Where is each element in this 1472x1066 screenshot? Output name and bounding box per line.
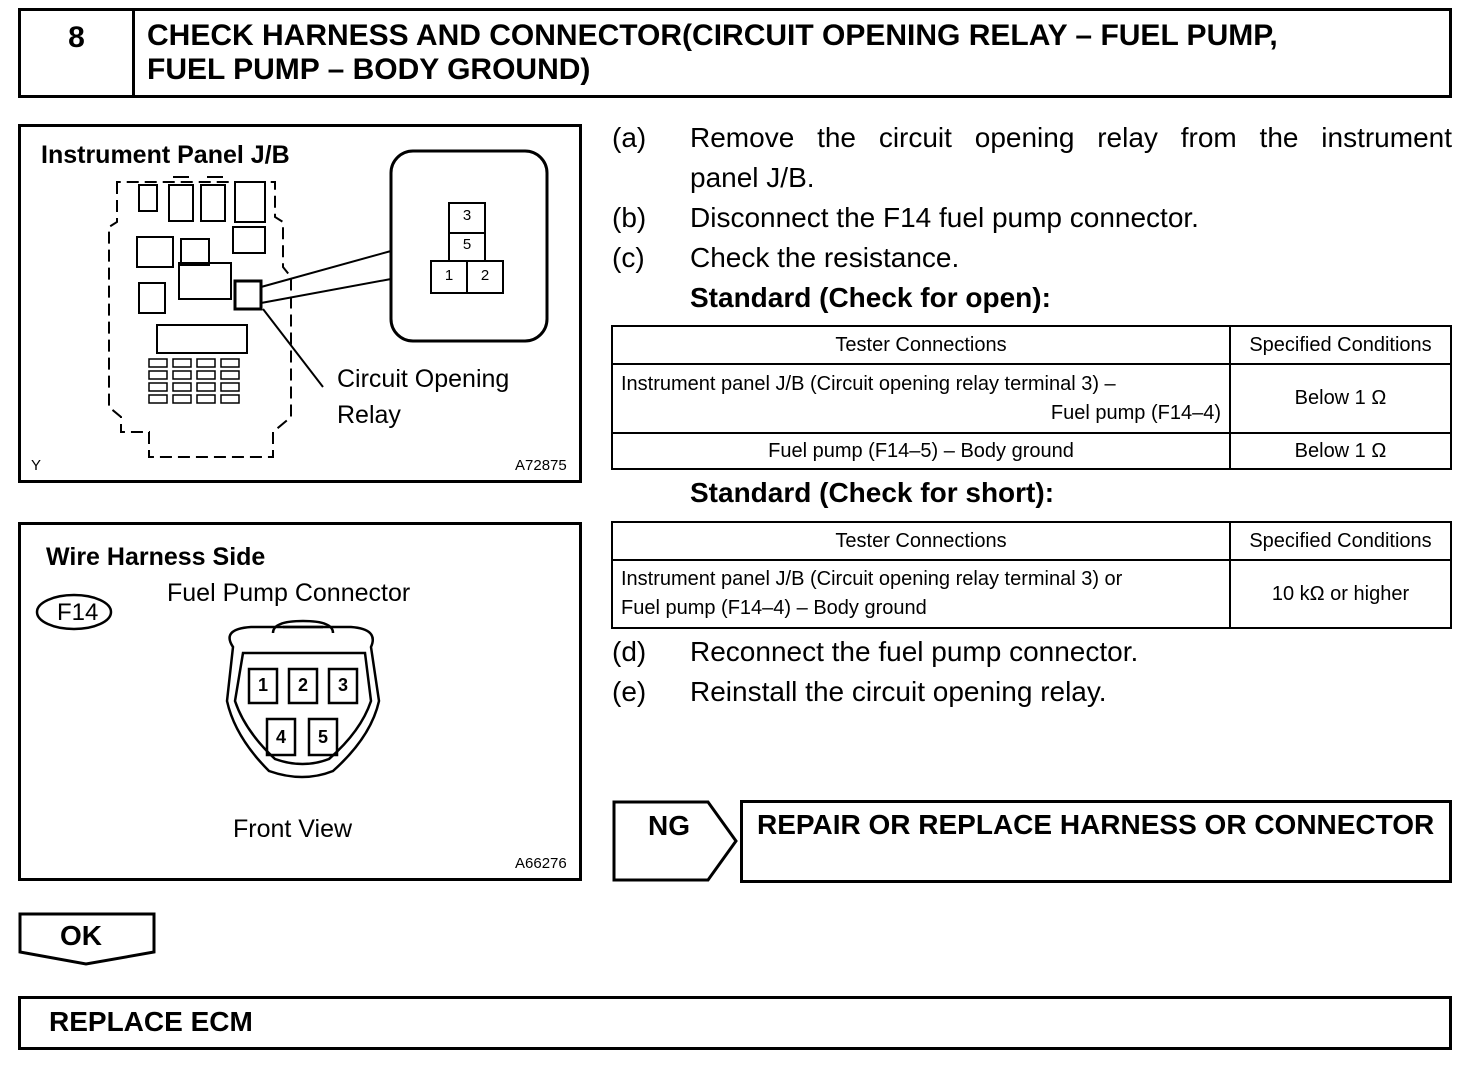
pin-4: 4 xyxy=(275,727,286,747)
column-header: Tester Connections xyxy=(611,521,1231,561)
ng-label: NG xyxy=(648,810,690,841)
condition-cell: 10 kΩ or higher xyxy=(1229,559,1452,629)
pin-1: 1 xyxy=(257,675,268,695)
terminal-1: 1 xyxy=(444,267,454,284)
connection-cell: Fuel pump (F14–5) – Body ground xyxy=(611,432,1231,470)
table-row: Instrument panel J/B (Circuit opening re… xyxy=(611,363,1452,434)
table-cell: Instrument panel J/B (Circuit opening re… xyxy=(611,559,1231,629)
figure1-code: A72875 xyxy=(515,457,567,474)
table-row: Fuel pump (F14–5) – Body ground Below 1 … xyxy=(611,432,1452,470)
step-a-line1: Remove the circuit opening relay from th… xyxy=(690,122,1452,153)
step-header: 8 CHECK HARNESS AND CONNECTOR(CIRCUIT OP… xyxy=(18,8,1452,98)
column-header: Specified Conditions xyxy=(1229,521,1452,561)
standard-short-heading: Standard (Check for short): xyxy=(690,477,1055,508)
step-title: CHECK HARNESS AND CONNECTOR(CIRCUIT OPEN… xyxy=(147,19,1437,87)
step-d-text: Reconnect the fuel pump connector. xyxy=(690,636,1139,667)
connector-id-badge: F14 xyxy=(57,599,99,626)
terminal-3: 3 xyxy=(462,207,472,224)
step-d-letter: (d) xyxy=(612,636,647,667)
terminal-2: 2 xyxy=(480,267,490,284)
step-c-letter: (c) xyxy=(612,242,645,273)
step-e-text: Reinstall the circuit opening relay. xyxy=(690,676,1107,707)
standard-open-heading: Standard (Check for open): xyxy=(690,282,1051,313)
ng-arrow-shape xyxy=(612,800,738,882)
step-c-text: Check the resistance. xyxy=(690,242,960,273)
ok-arrow-shape xyxy=(18,912,156,966)
column-header: Tester Connections xyxy=(611,325,1231,365)
view-label: Front View xyxy=(233,815,353,843)
ok-arrow: OK xyxy=(18,912,156,966)
step-b-letter: (b) xyxy=(612,202,647,233)
table-header-row: Tester Connections Specified Conditions xyxy=(611,521,1452,561)
connector-name: Fuel Pump Connector xyxy=(167,579,411,607)
figure1-corner-mark: Y xyxy=(31,457,42,474)
jb-diagram xyxy=(108,149,549,458)
figure1-title: Instrument Panel J/B xyxy=(41,141,290,169)
condition-cell: Below 1 Ω xyxy=(1229,363,1452,434)
relay-label-line2: Relay xyxy=(337,401,401,429)
connection-line2: Fuel pump (F14–4) – Body ground xyxy=(621,597,927,619)
figure2-code: A66276 xyxy=(515,855,567,872)
pin-3: 3 xyxy=(337,675,348,695)
pin-2: 2 xyxy=(297,675,308,695)
column-header: Specified Conditions xyxy=(1229,325,1452,365)
instrument-panel-jb-figure: Instrument Panel J/B xyxy=(18,124,582,483)
step-e-letter: (e) xyxy=(612,676,647,707)
step-number: 8 xyxy=(21,11,135,95)
table-row: Instrument panel J/B (Circuit opening re… xyxy=(611,559,1452,629)
table-cell: Instrument panel J/B (Circuit opening re… xyxy=(611,363,1231,434)
step-a-letter: (a) xyxy=(612,122,647,153)
step-b-text: Disconnect the F14 fuel pump connector. xyxy=(690,202,1199,233)
terminal-5: 5 xyxy=(462,236,472,253)
pin-5: 5 xyxy=(317,727,328,747)
connection-line2: Fuel pump (F14–4) xyxy=(1050,401,1221,424)
connection-line1: Instrument panel J/B (Circuit opening re… xyxy=(621,568,1123,590)
ng-action-text: REPAIR OR REPLACE HARNESS OR CONNECTOR xyxy=(757,809,1435,840)
ng-action-box: REPAIR OR REPLACE HARNESS OR CONNECTOR xyxy=(740,800,1452,883)
connector-diagram xyxy=(35,593,381,779)
table-header-row: Tester Connections Specified Conditions xyxy=(611,325,1452,365)
condition-cell: Below 1 Ω xyxy=(1229,432,1452,470)
step-title-line1: CHECK HARNESS AND CONNECTOR(CIRCUIT OPEN… xyxy=(147,19,1278,52)
final-action-text: REPLACE ECM xyxy=(49,1006,253,1037)
relay-label-line1: Circuit Opening xyxy=(337,365,510,393)
standard-open-table: Tester Connections Specified Conditions … xyxy=(611,325,1452,470)
final-action-box: REPLACE ECM xyxy=(18,996,1452,1050)
standard-short-table: Tester Connections Specified Conditions … xyxy=(611,521,1452,629)
ng-arrow: NG xyxy=(612,800,738,882)
connection-line1: Instrument panel J/B (Circuit opening re… xyxy=(621,372,1116,395)
figure2-title: Wire Harness Side xyxy=(46,543,266,571)
ok-label: OK xyxy=(60,920,102,951)
step-a-line2: panel J/B. xyxy=(690,162,815,193)
step-title-line2: FUEL PUMP – BODY GROUND) xyxy=(147,53,591,86)
fuel-pump-connector-figure: Wire Harness Side F14 Fuel Pump Connecto… xyxy=(18,522,582,881)
